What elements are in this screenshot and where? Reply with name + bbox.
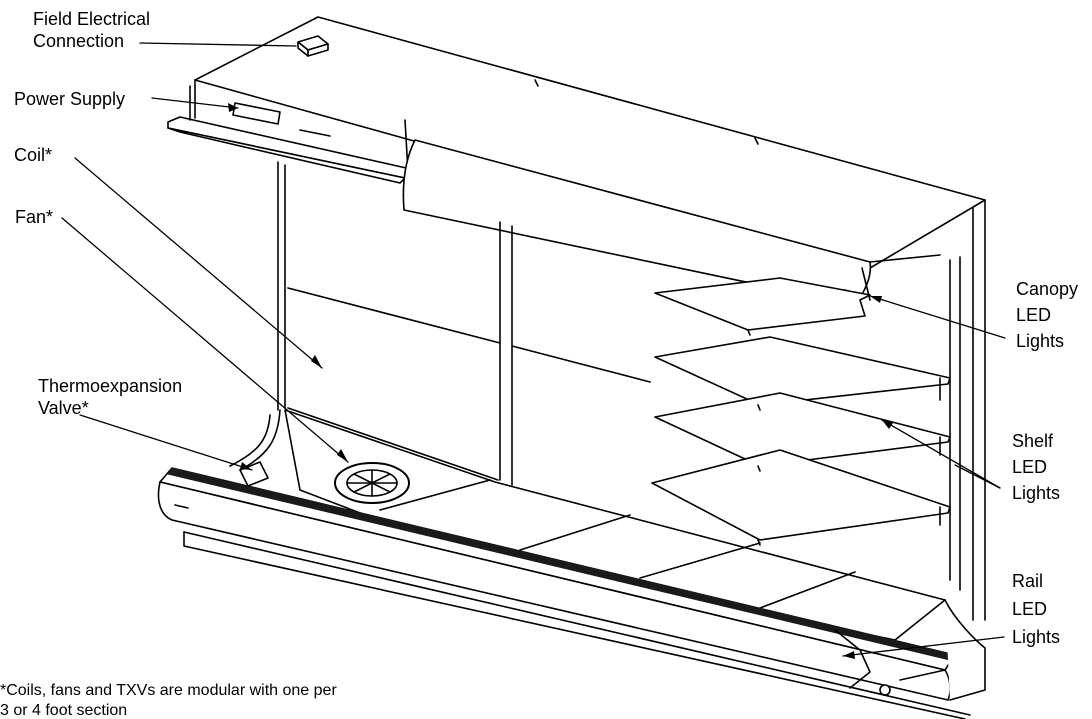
leader-txv xyxy=(79,414,253,471)
label-canopy-led-lights: Canopy LED Lights xyxy=(1016,279,1079,351)
leader-fan xyxy=(61,217,349,463)
case-base-right xyxy=(834,599,986,701)
label-power-supply: Power Supply xyxy=(14,89,126,109)
leader-power-supply xyxy=(151,97,239,109)
leader-canopy xyxy=(869,295,1006,339)
leader-shelf-1 xyxy=(881,419,1001,489)
label-thermoexpansion-valve: Thermoexpansion Valve* xyxy=(38,376,183,418)
label-field-electrical: Field Electrical Connection xyxy=(33,9,151,51)
leader-shelf-2 xyxy=(954,464,1001,489)
label-coil: Coil* xyxy=(14,145,53,165)
label-shelf-led-lights: Shelf LED Lights xyxy=(1012,431,1061,503)
footnote: *Coils, fans and TXVs are modular with o… xyxy=(0,682,337,719)
label-rail-led-lights: Rail LED Lights xyxy=(1012,571,1061,647)
leader-field-electrical xyxy=(139,42,297,47)
label-fan: Fan* xyxy=(15,207,54,227)
front-rail xyxy=(157,467,971,719)
leader-lines xyxy=(61,42,1006,659)
power-supply-bracket xyxy=(167,85,416,184)
leader-rail xyxy=(842,636,1005,657)
leader-coil xyxy=(74,157,323,369)
shelves xyxy=(651,277,951,546)
electrical-box xyxy=(297,35,329,57)
back-wall xyxy=(277,161,961,591)
canopy xyxy=(402,139,941,306)
left-end-panel xyxy=(229,409,281,487)
